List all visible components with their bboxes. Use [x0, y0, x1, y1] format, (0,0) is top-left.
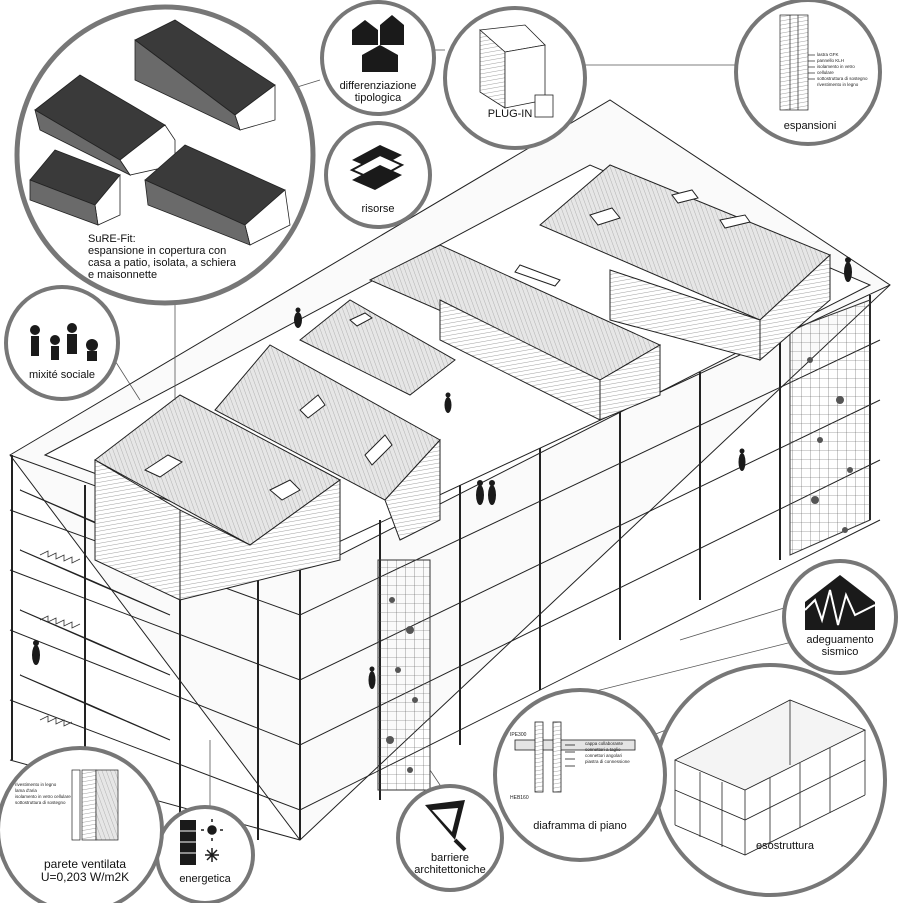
espansioni-label: espansioni — [783, 120, 837, 132]
espansioni-layer-5: rivestimento in legno — [817, 82, 859, 88]
surefit-caption: SuRE-Fit: espansione in copertura con ca… — [88, 233, 288, 281]
parete-line-1: parete ventilata — [43, 857, 127, 871]
differenziazione-label: differenziazione tipologica — [328, 80, 428, 104]
mixite-bubble — [4, 285, 120, 401]
stairs — [39, 550, 81, 727]
surefit-line-4: e maisonnette — [88, 269, 158, 282]
snowflake-icon — [205, 848, 219, 862]
exoskeleton-frame-icon — [674, 699, 866, 856]
parete-line-2: U=0,203 W/m2K — [40, 870, 130, 885]
energy-wall-icon — [180, 820, 196, 865]
green-facade-right — [789, 299, 871, 556]
risorse-label: risorse — [361, 203, 395, 215]
diaframma-profile-bottom: HEB160 — [510, 795, 529, 801]
green-facade-plants — [386, 357, 853, 773]
ventilated-wall-section-icon — [71, 769, 119, 841]
barriere-line-1: barriere — [431, 852, 469, 864]
surefit-houses — [29, 19, 291, 246]
adeguamento-bubble — [782, 559, 898, 675]
espansioni-layer-3: isolamento in vetro cellulare — [817, 64, 855, 76]
diaframma-layers: cappa collaborante connettori a taglio c… — [585, 741, 640, 765]
espansioni-layer-2: pannello KLH — [817, 58, 845, 64]
barriere-line-2: architettoniche — [414, 864, 486, 877]
people — [32, 257, 852, 689]
surefit-line-3: casa a patio, isolata, a schiera — [88, 257, 236, 270]
skylights — [143, 189, 751, 501]
espansioni-layer-4: sottostruttura di sostegno — [817, 76, 868, 82]
esostruttura-bubble — [653, 663, 887, 897]
parete-bubble — [0, 746, 164, 903]
differenziazione-line-2: tipologica — [354, 92, 402, 105]
trowel-icon — [425, 800, 467, 852]
plugin-module-icon — [479, 24, 554, 118]
diaframma-bubble — [493, 688, 667, 862]
people-icon — [30, 323, 98, 361]
espansioni-layers: lastra GFK pannello KLH isolamento in ve… — [817, 52, 872, 88]
barriere-label: barriere architettoniche — [400, 852, 500, 876]
barriere-bubble — [396, 784, 504, 892]
building — [9, 99, 891, 841]
surefit-line-2: espansione in copertura con — [88, 245, 227, 258]
parete-layer-1: rivestimento in legno — [15, 782, 57, 787]
mixite-label: mixité sociale — [28, 369, 96, 381]
adeguamento-line-1: adeguamento — [806, 634, 874, 646]
surefit-line-1: SuRE-Fit: — [88, 233, 136, 245]
plugin-label: PLUG-IN — [487, 108, 533, 120]
diaframma-layer-3: connettori angolari — [585, 753, 623, 759]
espansioni-bubble — [734, 0, 882, 146]
green-facade-left — [377, 559, 431, 791]
parete-layers: rivestimento in legno lama d'aria isolam… — [15, 782, 73, 806]
diaframma-profile-top: IPE300 — [510, 732, 527, 738]
wall-section-icon — [779, 14, 815, 111]
differenziazione-line-1: differenziazione — [339, 80, 417, 92]
esostruttura-label: esostruttura — [755, 840, 815, 852]
diaframma-layer-4: piastra di connessione — [585, 759, 630, 765]
surefit-bubble — [14, 4, 316, 306]
diaframma-layer-1: cappa collaborante — [585, 741, 624, 746]
rooftop-houses — [94, 164, 831, 601]
adeguamento-line-2: sismico — [821, 646, 859, 659]
energetica-label: energetica — [179, 873, 231, 885]
diaframma-label: diaframma di piano — [533, 820, 627, 832]
differenziazione-bubble — [320, 0, 436, 116]
money-stack-icon — [349, 145, 405, 190]
adeguamento-label: adeguamento sismico — [790, 634, 890, 658]
risorse-bubble — [324, 121, 432, 229]
parete-layer-4: sottostruttura di sostegno — [15, 800, 66, 806]
diaframma-layer-2: connettori a taglio — [585, 747, 621, 753]
espansioni-layer-1: lastra GFK — [817, 52, 839, 57]
energetica-bubble — [155, 805, 255, 903]
parete-layer-2: lama d'aria — [15, 788, 37, 794]
parete-layer-3: isolamento in vetro cellulare — [15, 794, 71, 800]
seismic-house-icon — [804, 575, 876, 630]
floor-slab-section-icon — [514, 721, 636, 793]
sun-icon — [201, 819, 223, 841]
plugin-bubble — [443, 6, 587, 150]
houses-icon — [352, 15, 404, 72]
parete-label: parete ventilata U=0,203 W/m2K — [25, 857, 145, 885]
